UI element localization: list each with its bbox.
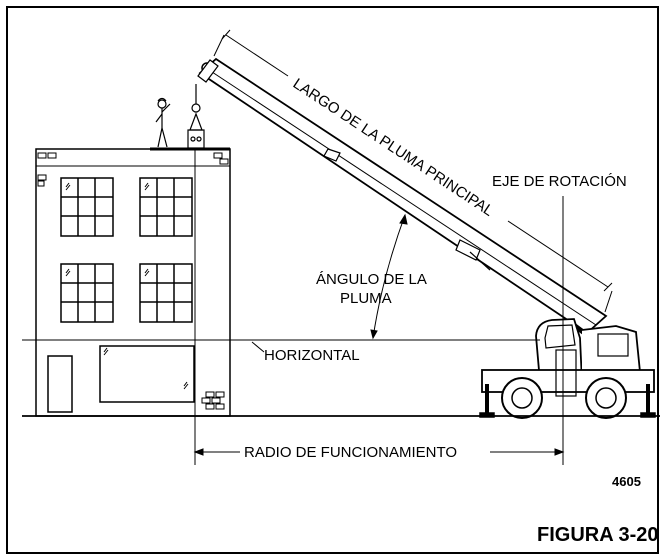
- building: [35, 147, 231, 417]
- rotation-axis-label: EJE DE ROTACIÓN: [492, 173, 627, 190]
- code-label: 4605: [612, 474, 641, 489]
- figure-caption: FIGURA 3-20: [537, 524, 659, 546]
- boom-length-dimension: [213, 29, 613, 313]
- crane-boom: [197, 57, 612, 355]
- reference-lines: [22, 150, 565, 465]
- figure-frame: [6, 6, 659, 554]
- boom-angle-label-line2: PLUMA: [340, 290, 392, 307]
- window: [60, 263, 114, 323]
- crane-carrier: [479, 318, 656, 419]
- worker-figure: [155, 97, 171, 148]
- window: [60, 177, 114, 237]
- boom-angle-label-line1: ÁNGULO DE LA: [316, 271, 427, 288]
- window: [139, 263, 193, 323]
- window: [139, 177, 193, 237]
- hook-load: [187, 84, 205, 149]
- operating-radius-label: RADIO DE FUNCIONAMIENTO: [244, 444, 457, 461]
- storefront-window: [99, 345, 195, 403]
- horizontal-label: HORIZONTAL: [264, 347, 360, 364]
- door: [47, 355, 73, 413]
